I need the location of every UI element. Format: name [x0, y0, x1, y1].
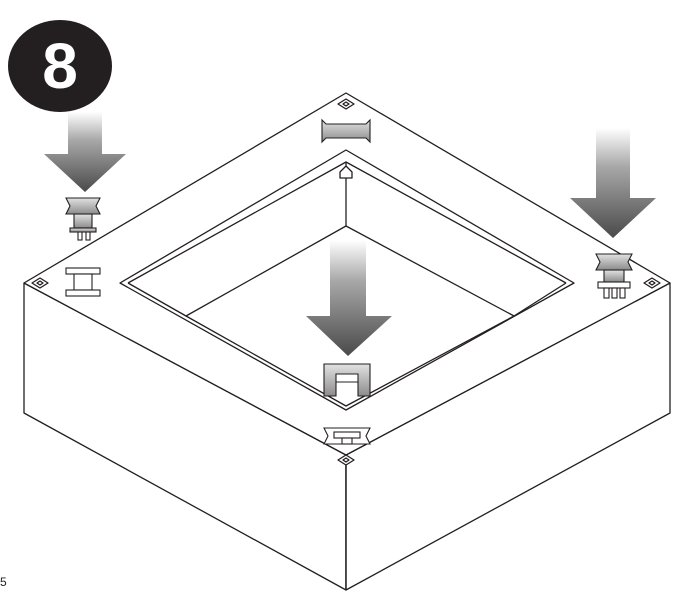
corner-peg-marker-icon [337, 98, 355, 110]
down-arrow-icon [44, 112, 126, 192]
connector-clip-icon [65, 197, 101, 241]
corner-peg-marker-icon [643, 277, 661, 289]
down-arrow-icon [570, 128, 656, 238]
connector-clip-icon [595, 253, 633, 299]
step-number: 8 [42, 30, 78, 102]
down-arrow-icon [306, 240, 392, 356]
corner-mark: 5 [0, 575, 7, 589]
corner-peg-marker-icon [337, 454, 355, 466]
inner-wall-left [127, 282, 187, 317]
corner-peg-marker-icon [31, 277, 49, 289]
slot-outline-icon [321, 118, 371, 144]
step-number-badge: 8 [8, 20, 112, 112]
connector-clip-icon [323, 363, 371, 397]
corner-peg-marker-icon [339, 165, 353, 179]
slot-outline-icon [323, 427, 371, 445]
slot-outline-icon [65, 267, 101, 297]
inner-wall-right [513, 282, 567, 317]
